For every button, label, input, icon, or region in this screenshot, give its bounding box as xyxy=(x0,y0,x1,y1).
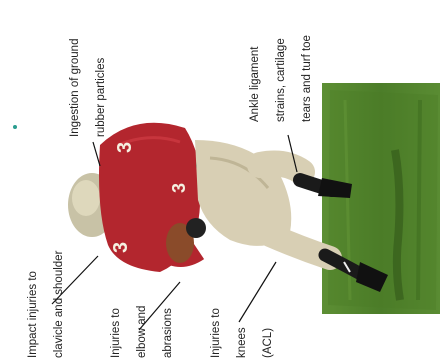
label-ankle-line-2: strains, cartilage xyxy=(275,35,288,122)
svg-text:3: 3 xyxy=(169,183,189,193)
label-shoulder: Impact injuries to clavicle and shoulder xyxy=(14,251,79,358)
label-knees-line-3: (ACL) xyxy=(262,308,275,358)
leader-rubber xyxy=(93,142,100,166)
label-rubber-line-1: Ingestion of ground xyxy=(69,39,82,137)
label-elbow: Injuries to elbow and abrasions xyxy=(97,306,188,358)
label-knees-line-2: knees xyxy=(236,308,249,358)
svg-text:3: 3 xyxy=(110,242,132,253)
label-ankle: Ankle ligament strains, cartilage tears … xyxy=(236,35,327,122)
label-shoulder-line-2: clavicle and shoulder xyxy=(53,251,66,358)
label-rubber-line-2: rubber particles xyxy=(95,39,108,137)
label-ankle-line-3: tears and turf toe xyxy=(301,35,314,122)
svg-text:3: 3 xyxy=(114,142,136,153)
label-elbow-line-1: Injuries to xyxy=(110,306,123,358)
label-elbow-line-2: elbow and xyxy=(136,306,149,358)
label-knees: Injuries to knees (ACL) xyxy=(197,308,288,358)
marker-dot xyxy=(13,125,17,129)
label-shoulder-line-1: Impact injuries to xyxy=(27,251,40,358)
label-knees-line-1: Injuries to xyxy=(210,308,223,358)
label-elbow-line-3: abrasions xyxy=(162,306,175,358)
label-rubber-particles: Ingestion of ground rubber particles xyxy=(56,39,121,137)
label-ankle-line-1: Ankle ligament xyxy=(249,35,262,122)
